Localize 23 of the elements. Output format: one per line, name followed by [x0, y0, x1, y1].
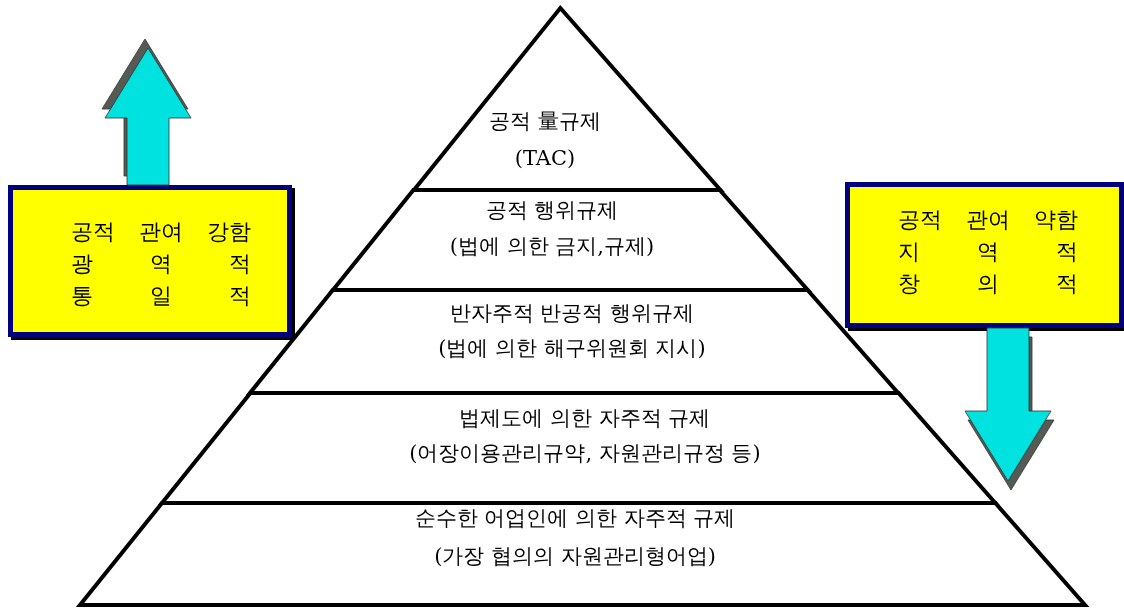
box-text: 지 역 적: [898, 239, 1078, 265]
band-subtitle: (가장 협의의 자원관리형어업): [434, 544, 716, 568]
band-title: 법제도에 의한 자주적 규제: [459, 406, 711, 430]
band-title: 공적 量규제: [489, 109, 601, 133]
pyramid-top-triangle: [411, 6, 723, 192]
band-title: 순수한 어업인에 의한 자주적 규제: [414, 506, 736, 530]
box-text: 광 역 적: [71, 251, 251, 277]
box-text: 창 의 적: [898, 271, 1078, 297]
band-subtitle: (법에 의한 해구위원회 지시): [438, 336, 706, 360]
band-subtitle: (법에 의한 금지,규제): [449, 234, 655, 258]
block-arrow: [964, 327, 1055, 491]
block-arrow: [101, 38, 192, 186]
box-text: 공적 관여 약함: [898, 207, 1078, 233]
band-subtitle: (TAC): [514, 146, 576, 170]
band-title: 공적 행위규제: [485, 198, 619, 222]
label-box: [8, 185, 292, 337]
box-text: 통 일 적: [71, 283, 251, 309]
label-box: [845, 182, 1124, 328]
band-title: 반자주적 반공적 행위규제: [449, 301, 695, 325]
pyramid-band: [248, 288, 901, 395]
pyramid-band: [78, 501, 1087, 607]
band-subtitle: (어장이용관리규약, 자원관리규정 등): [409, 441, 761, 465]
box-text: 공적 관여 강함: [71, 219, 251, 245]
